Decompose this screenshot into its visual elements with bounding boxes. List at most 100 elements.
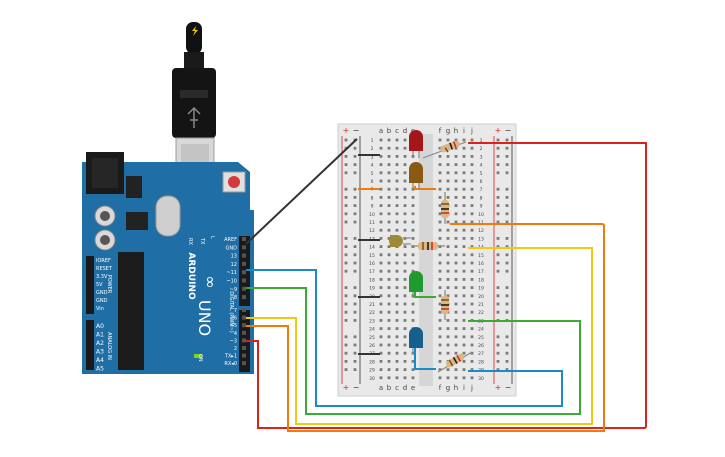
rail-hole[interactable] bbox=[505, 163, 509, 166]
breadboard-hole[interactable] bbox=[395, 212, 399, 216]
rail-hole[interactable] bbox=[353, 155, 357, 158]
breadboard-hole[interactable] bbox=[411, 212, 415, 216]
breadboard-hole[interactable] bbox=[387, 187, 391, 191]
rail-hole[interactable] bbox=[344, 368, 348, 371]
breadboard-hole[interactable] bbox=[387, 278, 391, 281]
rail-hole[interactable] bbox=[353, 335, 357, 339]
rail-hole[interactable] bbox=[496, 302, 500, 306]
wire-pin5-orange[interactable] bbox=[246, 223, 605, 432]
breadboard-hole[interactable] bbox=[454, 286, 458, 289]
breadboard-hole[interactable] bbox=[454, 327, 458, 330]
breadboard-hole[interactable] bbox=[446, 138, 450, 142]
breadboard-hole[interactable] bbox=[438, 253, 442, 257]
breadboard-hole[interactable] bbox=[454, 187, 458, 191]
rail-hole[interactable] bbox=[496, 146, 500, 150]
breadboard-hole[interactable] bbox=[454, 261, 458, 265]
breadboard-hole[interactable] bbox=[462, 204, 466, 207]
wire-gnd-black[interactable] bbox=[245, 138, 358, 245]
rail-hole[interactable] bbox=[344, 343, 348, 347]
breadboard-hole[interactable] bbox=[438, 138, 442, 142]
breadboard-hole[interactable] bbox=[379, 278, 383, 281]
breadboard-hole[interactable] bbox=[462, 319, 466, 322]
breadboard-hole[interactable] bbox=[462, 187, 466, 191]
breadboard-hole[interactable] bbox=[387, 146, 391, 150]
breadboard-hole[interactable] bbox=[470, 245, 474, 248]
breadboard-hole[interactable] bbox=[446, 278, 450, 281]
breadboard-hole[interactable] bbox=[446, 187, 450, 191]
breadboard-hole[interactable] bbox=[462, 351, 466, 355]
rail-hole[interactable] bbox=[344, 187, 348, 191]
arduino-board[interactable]: ARDUINO UNO ∞ ON TX RX L POWER ANALOG IN… bbox=[82, 152, 254, 374]
breadboard-hole[interactable] bbox=[470, 212, 474, 216]
breadboard-hole[interactable] bbox=[379, 138, 383, 142]
led-green[interactable] bbox=[409, 271, 423, 298]
breadboard-hole[interactable] bbox=[387, 220, 391, 224]
breadboard-hole[interactable] bbox=[387, 302, 391, 306]
breadboard-hole[interactable] bbox=[395, 171, 399, 175]
breadboard-hole[interactable] bbox=[411, 253, 415, 257]
breadboard-hole[interactable] bbox=[379, 302, 383, 306]
rail-hole[interactable] bbox=[353, 146, 357, 150]
breadboard-hole[interactable] bbox=[395, 220, 399, 224]
breadboard-hole[interactable] bbox=[446, 286, 450, 289]
breadboard-hole[interactable] bbox=[438, 327, 442, 330]
breadboard-hole[interactable] bbox=[379, 245, 383, 248]
breadboard-hole[interactable] bbox=[446, 163, 450, 166]
breadboard-hole[interactable] bbox=[395, 187, 399, 191]
rail-hole[interactable] bbox=[344, 302, 348, 306]
breadboard-hole[interactable] bbox=[379, 212, 383, 216]
resistor-5[interactable] bbox=[437, 351, 473, 373]
breadboard-hole[interactable] bbox=[379, 319, 383, 322]
breadboard-hole[interactable] bbox=[470, 163, 474, 166]
breadboard-hole[interactable] bbox=[454, 212, 458, 216]
breadboard-hole[interactable] bbox=[438, 228, 442, 232]
breadboard-hole[interactable] bbox=[387, 368, 391, 371]
breadboard-hole[interactable] bbox=[395, 360, 399, 363]
rail-hole[interactable] bbox=[505, 335, 509, 339]
breadboard-hole[interactable] bbox=[395, 261, 399, 265]
breadboard-hole[interactable] bbox=[454, 163, 458, 166]
digital-pin-socket[interactable] bbox=[242, 330, 246, 335]
breadboard-hole[interactable] bbox=[411, 302, 415, 306]
breadboard-hole[interactable] bbox=[403, 360, 407, 363]
digital-pin-socket[interactable] bbox=[242, 270, 246, 275]
breadboard-hole[interactable] bbox=[379, 310, 383, 314]
breadboard-hole[interactable] bbox=[462, 335, 466, 339]
breadboard-hole[interactable] bbox=[387, 253, 391, 257]
breadboard-hole[interactable] bbox=[403, 220, 407, 224]
breadboard-hole[interactable] bbox=[454, 196, 458, 199]
breadboard-hole[interactable] bbox=[454, 171, 458, 175]
breadboard-hole[interactable] bbox=[395, 368, 399, 371]
breadboard-hole[interactable] bbox=[462, 360, 466, 363]
breadboard-hole[interactable] bbox=[411, 220, 415, 224]
rail-hole[interactable] bbox=[353, 319, 357, 322]
breadboard-hole[interactable] bbox=[387, 245, 391, 248]
breadboard-hole[interactable] bbox=[438, 261, 442, 265]
rail-hole[interactable] bbox=[344, 237, 348, 240]
rail-hole[interactable] bbox=[496, 245, 500, 248]
breadboard-hole[interactable] bbox=[446, 376, 450, 380]
breadboard-hole[interactable] bbox=[379, 228, 383, 232]
breadboard-hole[interactable] bbox=[446, 171, 450, 175]
breadboard-hole[interactable] bbox=[462, 368, 466, 371]
breadboard-hole[interactable] bbox=[403, 278, 407, 281]
breadboard-hole[interactable] bbox=[462, 253, 466, 257]
rail-hole[interactable] bbox=[353, 286, 357, 289]
breadboard-hole[interactable] bbox=[462, 138, 466, 142]
rail-hole[interactable] bbox=[344, 360, 348, 363]
breadboard-hole[interactable] bbox=[438, 360, 442, 363]
rail-hole[interactable] bbox=[505, 269, 509, 273]
breadboard-hole[interactable] bbox=[411, 228, 415, 232]
breadboard-hole[interactable] bbox=[379, 261, 383, 265]
breadboard-hole[interactable] bbox=[438, 302, 442, 306]
breadboard-hole[interactable] bbox=[395, 146, 399, 150]
breadboard-hole[interactable] bbox=[446, 343, 450, 347]
breadboard-hole[interactable] bbox=[470, 310, 474, 314]
rail-hole[interactable] bbox=[505, 360, 509, 363]
rail-hole[interactable] bbox=[496, 294, 500, 298]
breadboard-hole[interactable] bbox=[403, 327, 407, 330]
breadboard-hole[interactable] bbox=[462, 294, 466, 298]
breadboard-hole[interactable] bbox=[395, 327, 399, 330]
breadboard-hole[interactable] bbox=[387, 171, 391, 175]
